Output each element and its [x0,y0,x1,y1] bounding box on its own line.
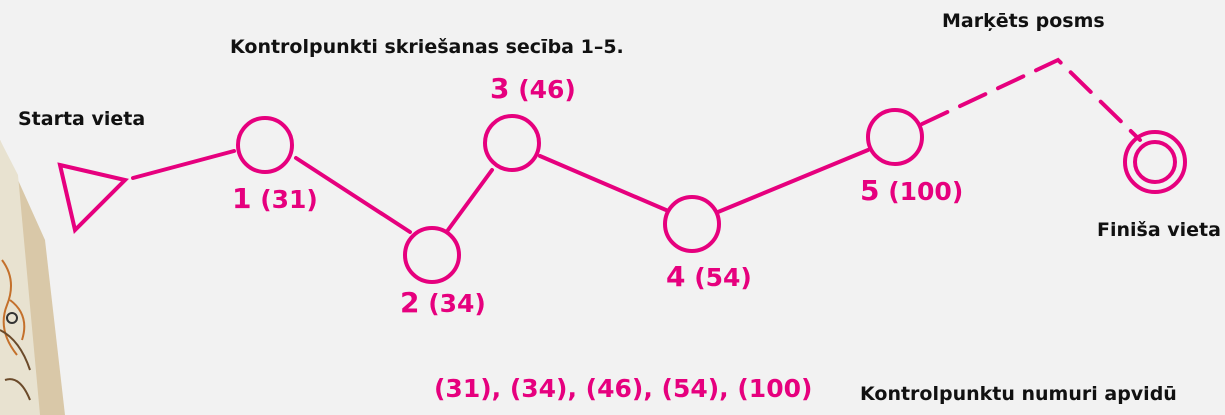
control-circle-5 [866,108,924,166]
control-codes-list: (31), (34), (46), (54), (100) [434,374,813,403]
control-code: (54) [694,263,752,292]
leg-2-3 [446,168,494,232]
map-fragment [0,140,65,415]
control-code: (100) [888,177,964,206]
start-label: Starta vieta [18,108,146,130]
control-label-2: 2 (34) [400,286,486,319]
leg-start-1 [131,149,236,180]
finish-inner-circle [1133,140,1177,184]
control-code: (31) [260,185,318,214]
control-order: 2 [400,286,420,319]
sequence-note: Kontrolpunkti skriešanas secība 1–5. [230,36,624,58]
leg-1-2 [294,156,412,234]
finish-label: Finiša vieta [1097,219,1221,241]
control-circle-1 [236,116,294,174]
control-label-3: 3 (46) [490,72,576,105]
control-label-5: 5 (100) [860,174,963,207]
control-circle-4 [663,195,721,253]
codes-note: Kontrolpunktu numuri apvidū [860,383,1177,405]
control-order: 1 [232,182,252,215]
control-label-4: 4 (54) [666,260,752,293]
control-code: (34) [428,289,486,318]
leg-4-5 [716,148,870,214]
marked-leg-line [920,57,1142,142]
control-code: (46) [518,75,576,104]
control-order: 5 [860,174,880,207]
control-order: 4 [666,260,686,293]
marked-leg-label: Marķēts posms [942,10,1105,32]
control-circle-3 [483,114,541,172]
finish-outer-circle [1123,130,1187,194]
control-circle-2 [403,226,461,284]
control-order: 3 [490,72,510,105]
start-triangle [57,162,129,234]
leg-3-4 [538,154,668,212]
control-label-1: 1 (31) [232,182,318,215]
